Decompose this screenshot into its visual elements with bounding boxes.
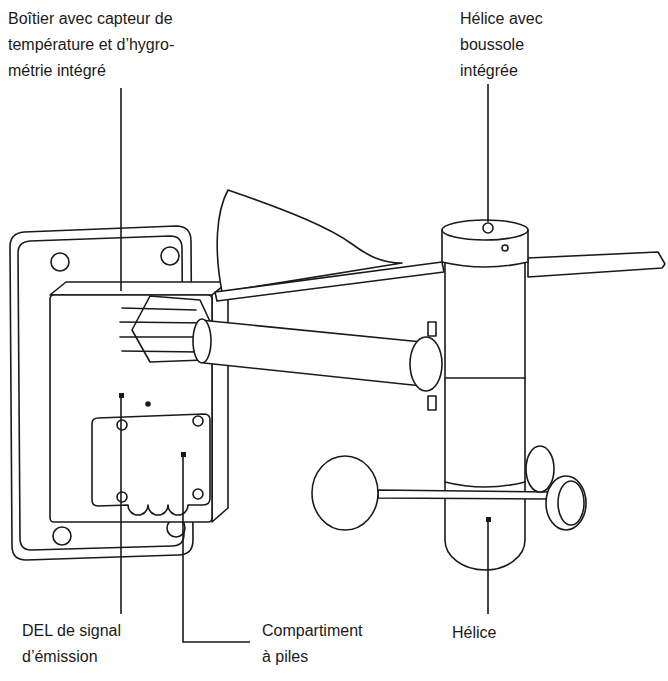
arm-bolt [428,322,436,336]
arm-joint [410,337,442,391]
battery-screw [117,420,127,430]
arm-bolt [428,396,436,410]
housing-side [212,282,228,522]
vent-fin [122,351,200,352]
cup [546,476,586,530]
arm-end [193,319,211,363]
cup [312,456,378,530]
screw-hole [51,253,69,271]
leader-line [183,455,250,642]
cup-rim [558,481,584,525]
vent-fin [122,308,196,310]
leader-line [120,88,122,291]
leader-dot [119,393,124,398]
cup [526,446,554,492]
screw-hole [161,247,179,265]
screw-hole [53,527,71,545]
compass-cap-top [442,220,528,240]
callout-label: Hélice avec boussole intégrée [460,6,560,84]
body-hub [445,482,525,487]
housing-top [50,282,228,295]
body-band [445,377,525,379]
battery-screw [117,492,127,502]
callout-label: Hélice [452,620,552,646]
led-point [146,402,150,406]
leader-line [120,395,122,614]
arm-tube [200,320,422,386]
body-cylinder [445,262,525,570]
vane-pointer [528,252,665,277]
callout-label: Boîtier avec capteur de température et d… [8,6,208,84]
leader-line [487,520,489,614]
vane-tail [215,262,444,301]
battery-screw [193,489,203,499]
callout-label: DEL de signal d’émission [22,618,132,670]
cap-screw [502,245,508,251]
battery-screw [193,416,203,426]
leader-line [487,84,489,222]
battery-cover [92,414,210,515]
cup-rod [378,490,548,499]
leader-dot [181,452,186,457]
leader-dot [486,517,491,522]
cap-hole [483,223,493,233]
callout-label: Compartiment à piles [262,618,368,670]
vent-fin [120,322,206,323]
